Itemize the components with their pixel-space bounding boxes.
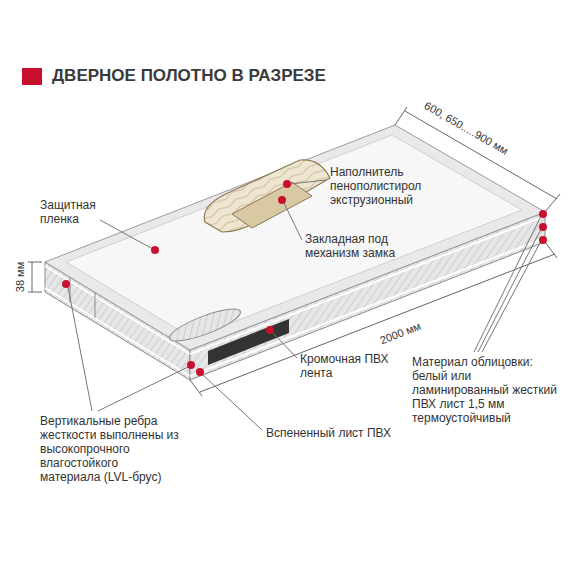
part-label: Вертикальные ребра жесткости выполнены и… [40,414,180,484]
title-bar [22,68,42,85]
lock-insert [232,182,312,228]
dimension-label: 600, 650.....900 мм [422,98,511,157]
diagram-title: ДВЕРНОЕ ПОЛОТНО В РАЗРЕЗЕ [52,66,326,86]
part-label: Материал облицовки: белый или ламинирова… [412,355,566,425]
top-face [45,125,545,350]
part-label: Кромочная ПВХ лента [300,352,390,380]
part-label: Защитная пленка [40,198,110,226]
filler-cutaway [204,160,330,232]
part-label: Наполнитель пенополистирол экструзионный [330,165,490,207]
dimension-label: 2000 мм [378,319,423,347]
callout-dots [62,180,547,376]
part-label: Закладная под механизм замка [305,232,425,260]
dimension-label: 38 мм [13,262,27,292]
part-label: Вспененный лист ПВХ [266,426,426,440]
